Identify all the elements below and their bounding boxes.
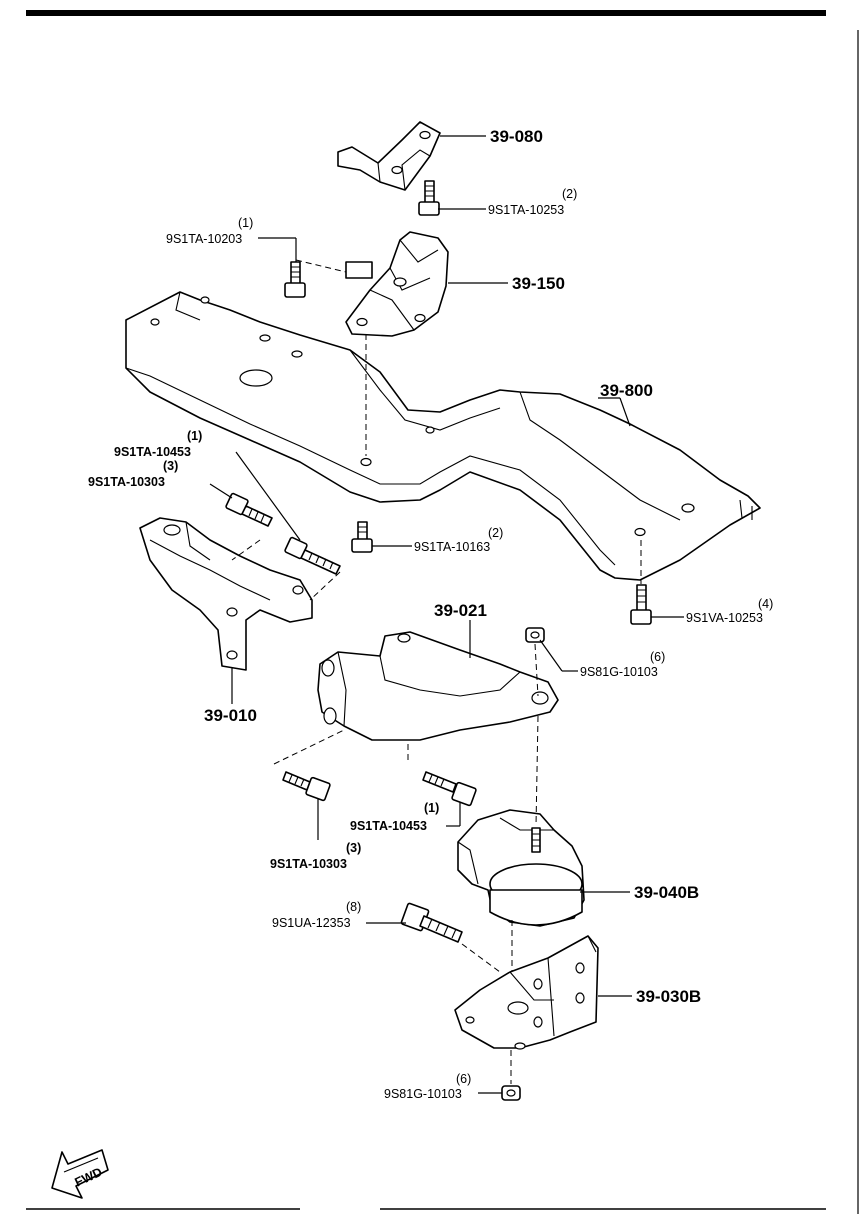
bracket-39-010 (139, 517, 313, 671)
label-39-800: 39-800 (600, 381, 653, 400)
nut-9s81g-10103-upper (525, 627, 545, 643)
bracket-39-080 (337, 121, 441, 191)
qty-9s1ta-10253: (2) (562, 187, 577, 201)
qty-9s1ta-10203: (1) (238, 216, 253, 230)
qty-9s1ta-10453-upper: (1) (187, 429, 202, 443)
bolt-9s1ta-10453-upper (284, 536, 341, 575)
qty-9s1ua-12353: (8) (346, 900, 361, 914)
code-9s1ua-12353: 9S1UA-12353 (272, 916, 351, 930)
qty-9s1ta-10303-upper: (3) (163, 459, 178, 473)
fwd-direction-arrow: FWD (51, 1149, 109, 1199)
label-39-010: 39-010 (204, 706, 257, 725)
code-9s1ta-10453-lower: 9S1TA-10453 (350, 819, 427, 833)
alignment-line-39-021-lower (273, 729, 409, 765)
code-9s1va-10253: 9S1VA-10253 (686, 611, 763, 625)
qty-9s1ta-10163: (2) (488, 526, 503, 540)
code-9s1ta-10163: 9S1TA-10163 (414, 540, 490, 554)
alignment-line-nut-upper (534, 643, 539, 697)
qty-9s1ta-10303-lower: (3) (346, 841, 361, 855)
bolt-9s1va-10253 (630, 584, 652, 625)
label-39-080: 39-080 (490, 127, 543, 146)
bolt-9s1ta-10253 (418, 180, 440, 216)
code-9s1ta-10303-upper: 9S1TA-10303 (88, 475, 165, 489)
qty-9s81g-10103-lower: (6) (456, 1072, 471, 1086)
bolt-9s1ta-10203 (284, 261, 306, 298)
nut-9s81g-10103-lower (501, 1085, 521, 1101)
mount-39-150 (345, 231, 449, 337)
top-border-bar (26, 10, 826, 16)
qty-9s1ta-10453-lower: (1) (424, 801, 439, 815)
code-9s81g-10103-lower: 9S81G-10103 (384, 1087, 462, 1101)
alignment-line-39-010 (231, 539, 341, 601)
bolt-9s1ua-12353 (400, 902, 463, 943)
rubber-mount-39-040b (457, 809, 585, 927)
leader-lines (209, 135, 684, 1094)
label-39-150: 39-150 (512, 274, 565, 293)
bracket-39-030b (454, 935, 599, 1050)
fwd-arrow-icon (51, 1149, 109, 1199)
code-9s1ta-10253: 9S1TA-10253 (488, 203, 564, 217)
code-9s1ta-10453-upper: 9S1TA-10453 (114, 445, 191, 459)
alignment-line-10203 (295, 259, 347, 273)
code-9s81g-10103-upper: 9S81G-10103 (580, 665, 658, 679)
label-39-040b: 39-040B (634, 883, 699, 902)
crossmember-39-800 (125, 291, 761, 581)
bolt-9s1ta-10303-lower (282, 771, 331, 802)
label-39-021: 39-021 (434, 601, 487, 620)
code-9s1ta-10303-lower: 9S1TA-10303 (270, 857, 347, 871)
bolt-9s1ta-10163 (351, 521, 373, 553)
qty-9s1va-10253: (4) (758, 597, 773, 611)
bolt-9s1ta-10453-lower (422, 771, 477, 807)
alignment-line-39-040b (535, 715, 539, 827)
code-9s1ta-10203: 9S1TA-10203 (166, 232, 242, 246)
alignment-line-39-030b (461, 920, 513, 973)
bolt-9s1ta-10303-upper (225, 492, 273, 527)
label-39-030b: 39-030B (636, 987, 701, 1006)
qty-9s81g-10103-upper: (6) (650, 650, 665, 664)
bracket-39-021 (317, 631, 559, 741)
